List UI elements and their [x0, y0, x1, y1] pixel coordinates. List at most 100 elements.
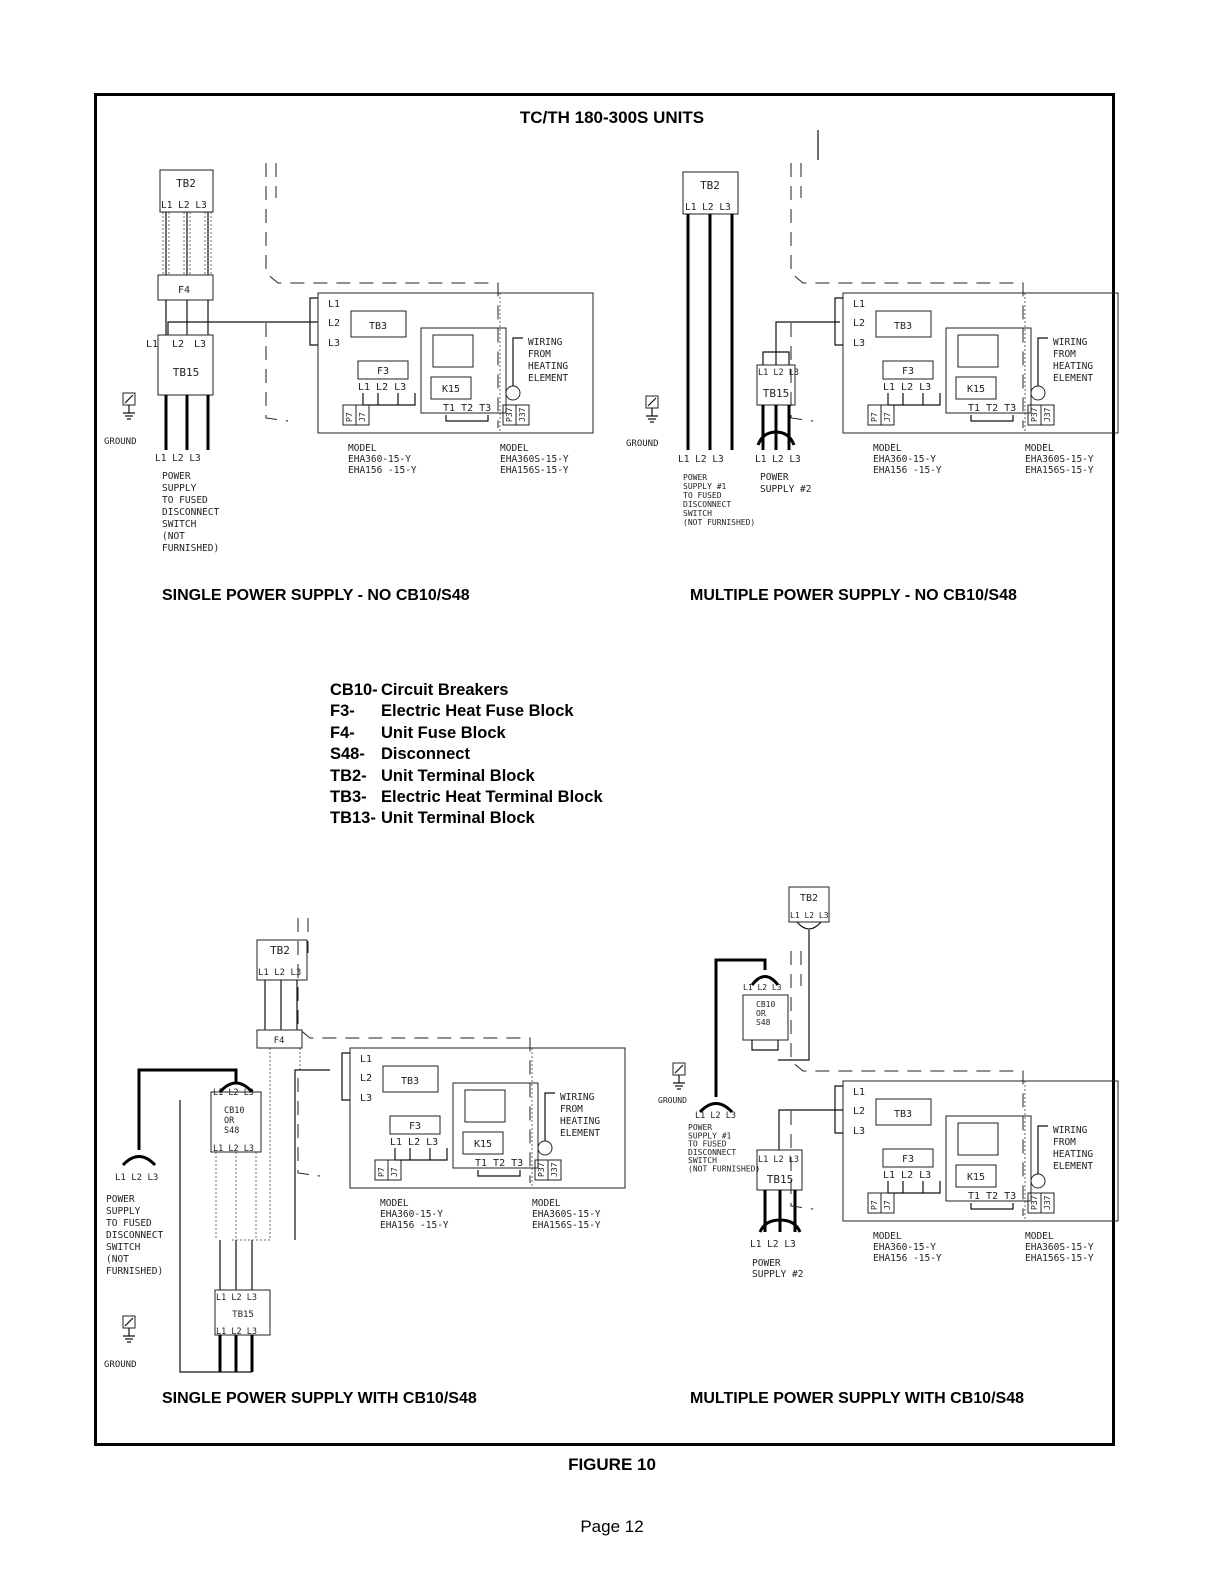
power-supply-1-label: POWER: [683, 473, 707, 482]
power-supply-label: FURNISHED): [106, 1266, 163, 1277]
power-supply-1-label: TO FUSED: [683, 491, 722, 500]
power-supply-1-label: SUPPLY #1: [683, 482, 727, 491]
k15-coil: [432, 334, 474, 368]
f3-terminals: L1 L2 L3: [883, 1170, 931, 1181]
model-a-label: EHA156 -15-Y: [380, 1220, 449, 1231]
k15-box: [462, 1131, 504, 1155]
legend-item: TB13- Unit Terminal Block: [330, 808, 603, 829]
wiring-label: FROM: [560, 1104, 583, 1115]
plug-label: J37: [550, 1162, 559, 1177]
tb3-label: TB3: [894, 1109, 912, 1120]
cb10-label: S48: [756, 1018, 771, 1027]
tb15-to-tb3: [167, 321, 300, 335]
supply-heavy-fork: [218, 1081, 254, 1094]
terminal-l3: L3: [328, 338, 340, 349]
plug-label: J37: [1043, 1195, 1052, 1210]
terminal-bracket: [834, 297, 843, 346]
power-supply-1-label: TO FUSED: [688, 1140, 727, 1149]
k15-label: K15: [442, 384, 460, 395]
element-wire: [1037, 1125, 1048, 1174]
tb15-label: TB15: [767, 1173, 794, 1186]
plug-label: P7: [870, 1200, 879, 1210]
plug-label: P7: [345, 412, 354, 422]
model-a-label: EHA360-15-Y: [873, 454, 936, 465]
plug-label: J7: [358, 412, 367, 422]
ground-icon: [645, 395, 659, 423]
plug-label: J7: [883, 412, 892, 422]
tb2-box: [256, 939, 308, 981]
tb15-jumper: [762, 351, 790, 365]
legend-text: Unit Terminal Block: [381, 809, 535, 828]
tb15-l3: L3: [194, 339, 206, 350]
ground-icon-slash: [647, 397, 657, 407]
wiring-label: ELEMENT: [560, 1128, 600, 1139]
plug-label: P37: [1030, 407, 1039, 422]
tb2-terminals: L1 L2 L3: [258, 968, 301, 978]
f4-box: [256, 1029, 303, 1049]
cb10-label: OR: [224, 1116, 235, 1126]
element-circle: [1030, 385, 1046, 401]
ground-icon-slash: [124, 394, 134, 404]
field-dash: [790, 163, 1024, 428]
tb3-label: TB3: [401, 1076, 419, 1087]
ground-icon: [672, 1062, 686, 1090]
plug-label: P7: [870, 412, 879, 422]
cb10-terminals: L1 L2 L3: [213, 1088, 254, 1098]
tb2-label: TB2: [176, 177, 196, 190]
tb15-to-tb3: [775, 321, 840, 365]
power-supply-label: SUPPLY: [106, 1206, 141, 1217]
power-supply-2-label: POWER: [752, 1258, 781, 1269]
legend-text: Electric Heat Fuse Block: [381, 702, 574, 721]
tb15-label: TB15: [232, 1310, 254, 1320]
terminal-bracket: [341, 1052, 350, 1101]
legend-code: S48-: [330, 745, 365, 764]
tb3-box: [382, 1065, 439, 1093]
caption-single-with-cb10: SINGLE POWER SUPPLY WITH CB10/S48: [162, 1390, 477, 1407]
legend-text: Unit Fuse Block: [381, 723, 506, 742]
ground-label: GROUND: [104, 437, 137, 447]
legend-code: CB10-: [330, 681, 378, 699]
terminal-l2: L2: [360, 1073, 372, 1084]
legend-code: TB3-: [330, 788, 367, 807]
legend-item: CB10-Circuit Breakers: [330, 680, 603, 701]
legend-code: TB13-: [330, 809, 376, 828]
f3-label: F3: [409, 1121, 421, 1132]
k15-terminals: T1 T2 T3: [968, 1191, 1016, 1202]
supply-1-heavy: [714, 958, 767, 1097]
cb10-feed: [750, 975, 780, 986]
model-b-label: MODEL: [1025, 1231, 1054, 1242]
field-dash: [265, 323, 289, 422]
terminal-l3: L3: [360, 1093, 372, 1104]
tb2-wire: [778, 921, 822, 1061]
wiring-label: WIRING: [560, 1092, 595, 1103]
f4-to-tb15: [230, 1048, 301, 1241]
terminal-bracket: [834, 1085, 843, 1134]
ground-icon-lines: [673, 1075, 685, 1090]
tb15-l2: L2: [172, 339, 184, 350]
wiring-label: ELEMENT: [528, 373, 568, 384]
power-supply-1-label: SWITCH: [688, 1156, 717, 1165]
plug-connector: P7 J7: [342, 404, 370, 426]
element-wire: [512, 337, 523, 386]
f3-wires: [362, 393, 416, 406]
supply-2-terminals: L1 L2 L3: [750, 1239, 796, 1250]
f3-wires: [887, 393, 941, 406]
supply-1-terminals: L1 L2 L3: [695, 1111, 736, 1121]
supply-2-curve: [758, 1218, 802, 1233]
supply-heavy-fork: [121, 1155, 157, 1167]
power-supply-label: TO FUSED: [106, 1218, 152, 1229]
plug-label: J7: [883, 1200, 892, 1210]
field-dash: [790, 951, 1024, 1216]
supply-terminals: L1 L2 L3: [678, 454, 724, 465]
power-supply-label: DISCONNECT: [106, 1230, 163, 1241]
terminal-l1: L1: [853, 1087, 865, 1098]
cb10-to-tb15: [215, 1152, 257, 1240]
cb10-label: CB10: [224, 1106, 244, 1116]
ground-label: GROUND: [104, 1360, 137, 1370]
